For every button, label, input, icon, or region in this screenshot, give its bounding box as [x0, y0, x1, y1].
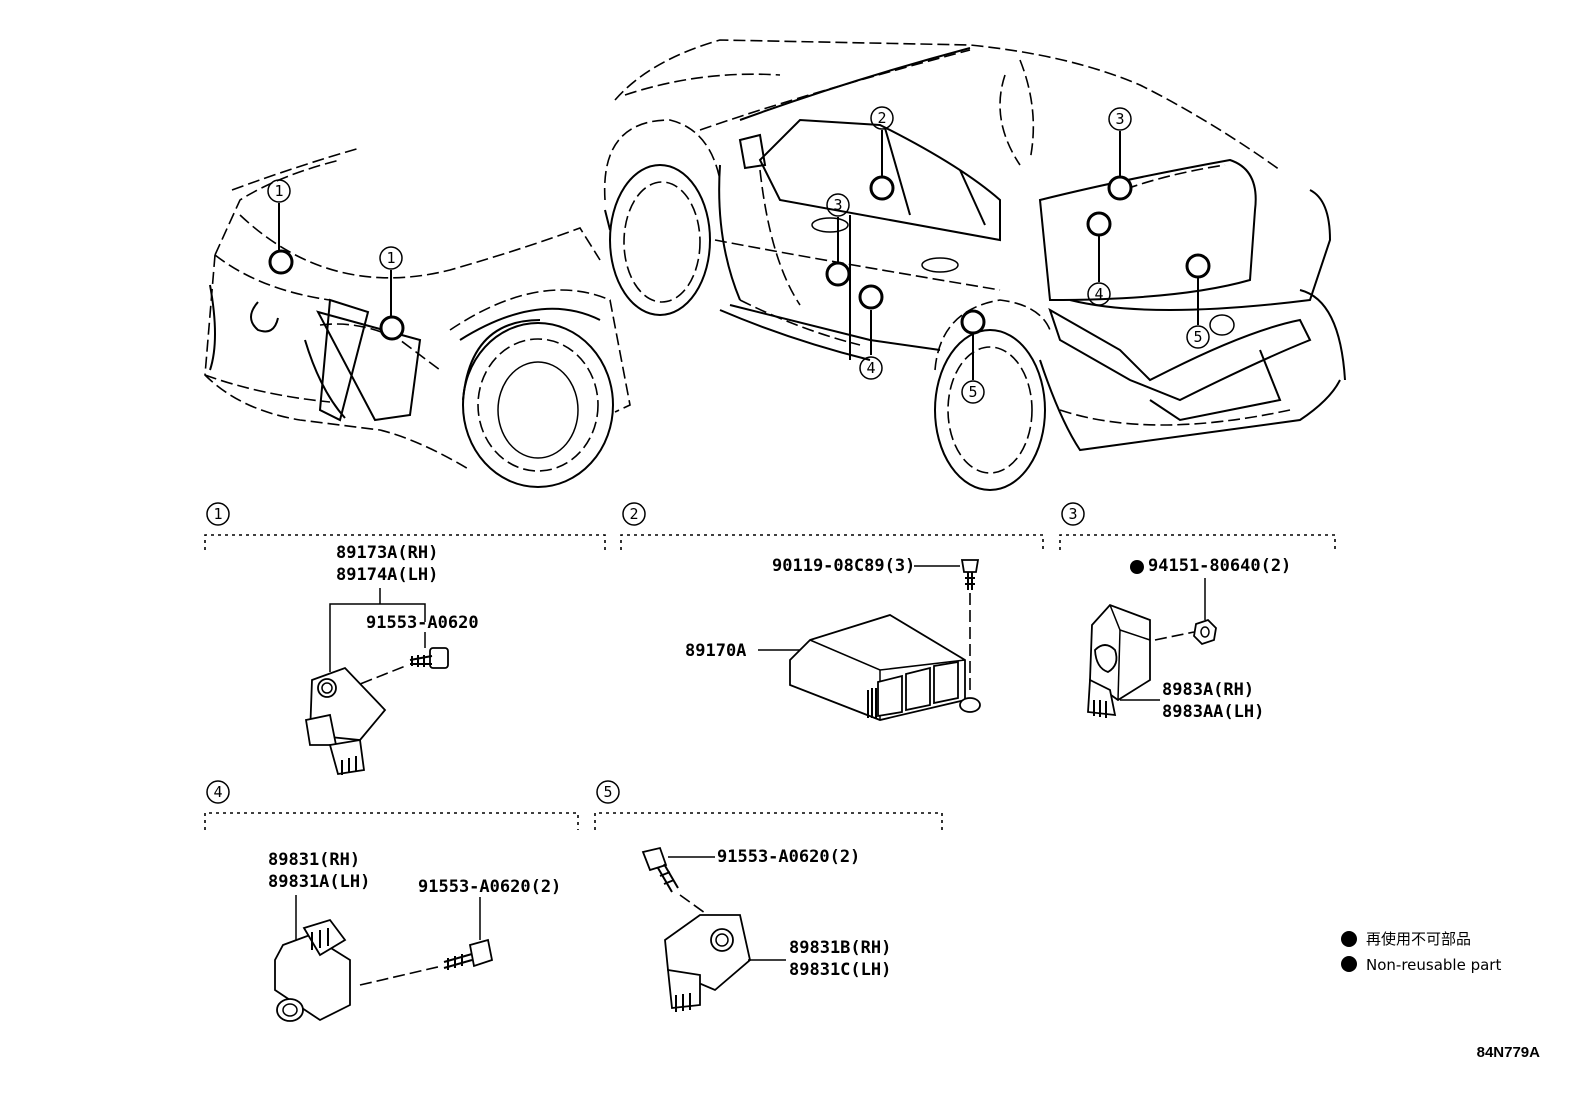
location-marker — [268, 249, 294, 275]
location-marker — [1086, 211, 1112, 237]
legend-en: Non-reusable part — [1366, 956, 1501, 974]
callout-label: 4 — [866, 359, 875, 377]
bolt-icon — [443, 938, 494, 970]
diagram-code: 84N779A — [1477, 1044, 1541, 1061]
part-number: 90119-08C89(3) — [772, 556, 915, 576]
callout-label: 1 — [386, 249, 395, 267]
callout-circle — [826, 193, 850, 217]
callout-circle — [1108, 107, 1132, 131]
part-number: 94151-80640(2) — [1148, 556, 1291, 576]
callout-label: 4 — [1094, 285, 1103, 303]
non-reusable-mark-icon — [1341, 956, 1357, 972]
impact-sensor-icon — [664, 914, 751, 1012]
side-sensor-icon — [1087, 603, 1151, 718]
part-number: 89831B(RH) — [789, 938, 891, 958]
part-number: 89174A(LH) — [336, 565, 438, 585]
part-number: 89170A — [685, 641, 746, 661]
callout-circle — [267, 179, 291, 203]
callout-circle — [379, 246, 403, 270]
group-1-front-airbag-sensor: 1 89173A(RH) 89174A(LH) 91553-A0620 — [204, 502, 606, 776]
legend-jp: 再使用不可部品 — [1366, 930, 1471, 948]
part-number: 8983A(RH) — [1162, 680, 1254, 700]
location-markers: 1 1 2 3 3 4 4 5 — [267, 106, 1211, 404]
location-marker — [869, 175, 895, 201]
part-number: 89831A(LH) — [268, 872, 370, 892]
part-number: 89831C(LH) — [789, 960, 891, 980]
group-number: 4 — [213, 783, 222, 801]
location-marker — [858, 284, 884, 310]
location-marker — [1185, 253, 1211, 279]
group-number: 3 — [1068, 505, 1077, 523]
group-number: 1 — [213, 505, 222, 523]
non-reusable-mark-icon — [1341, 931, 1357, 947]
legend: 再使用不可部品 Non-reusable part — [1341, 930, 1501, 974]
callout-circle — [859, 356, 883, 380]
impact-sensor-icon — [274, 918, 351, 1022]
non-reusable-mark-icon — [1130, 560, 1144, 574]
part-number: 91553-A0620(2) — [418, 877, 561, 897]
bolt-icon — [409, 647, 449, 669]
front-vehicle-illustration — [204, 147, 631, 488]
rear-vehicle-illustration — [603, 39, 1346, 491]
callout-circle — [1087, 282, 1111, 306]
group-2-airbag-ecu: 2 90119-08C89(3) 89170A — [620, 502, 1044, 721]
callout-circle — [870, 106, 894, 130]
bolt-icon — [641, 846, 679, 893]
callout-circle — [1186, 325, 1210, 349]
group-3-side-airbag-sensor: 3 94151-80640(2) 8983A(RH) 8983AA(LH) — [1059, 502, 1336, 722]
part-number: 91553-A0620(2) — [717, 847, 860, 867]
location-marker — [379, 315, 405, 341]
airbag-ecu-icon — [789, 614, 981, 721]
callout-label: 5 — [968, 383, 977, 401]
part-number: 89831(RH) — [268, 850, 360, 870]
callout-label: 3 — [833, 196, 842, 214]
group-number: 5 — [603, 783, 612, 801]
nut-icon — [1193, 618, 1217, 646]
impact-sensor-icon — [304, 666, 387, 776]
part-number: 8983AA(LH) — [1162, 702, 1264, 722]
part-number: 91553-A0620 — [366, 613, 479, 633]
location-marker — [825, 261, 851, 287]
callout-label: 2 — [877, 109, 886, 127]
callout-label: 1 — [274, 182, 283, 200]
callout-label: 3 — [1115, 110, 1124, 128]
location-marker — [960, 309, 986, 335]
callout-label: 5 — [1193, 328, 1202, 346]
part-number: 89173A(RH) — [336, 543, 438, 563]
group-5-side-airbag-sensor: 5 91553-A0620(2) 89831B(RH) 89831C(LH) — [594, 780, 943, 1012]
group-4-side-airbag-sensor: 4 89831(RH) 89831A(LH) 91553-A0620(2) — [204, 780, 579, 1022]
callout-circle — [961, 380, 985, 404]
screw-icon — [960, 559, 980, 590]
location-marker — [1107, 175, 1133, 201]
group-number: 2 — [629, 505, 638, 523]
